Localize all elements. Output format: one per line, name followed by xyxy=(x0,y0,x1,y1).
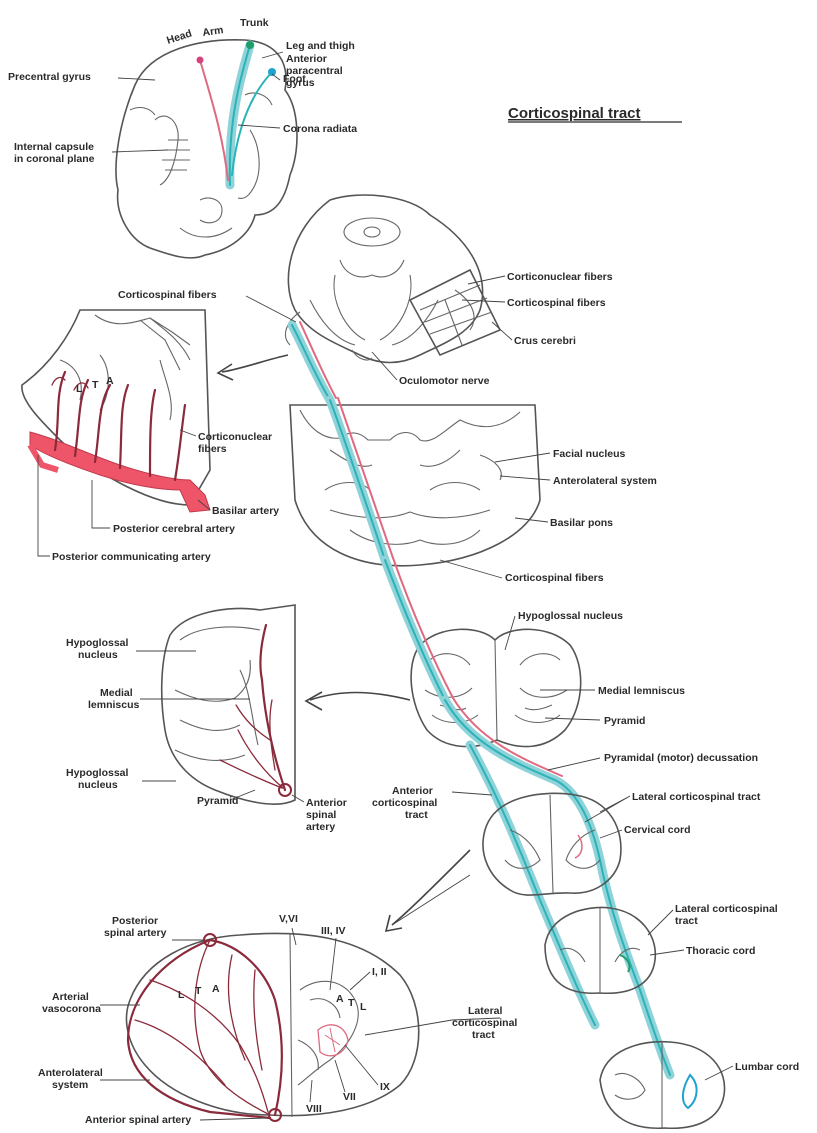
label-lamina-vii: VII xyxy=(343,1091,356,1103)
label-thoracic-cord: Thoracic cord xyxy=(686,945,755,957)
label-medial-lemniscus-main: Medial lemniscus xyxy=(598,685,685,697)
label-lamina-iii-iv: III, IV xyxy=(321,925,346,937)
inset-label-A: A xyxy=(106,375,114,387)
cord-label-L: L xyxy=(360,1001,367,1013)
label-cervical-cord: Cervical cord xyxy=(624,824,691,836)
trunk-marker xyxy=(246,41,254,49)
label-pyramidal-decussation: Pyramidal (motor) decussation xyxy=(604,752,758,764)
coronal-tract-bundle xyxy=(197,41,277,185)
pons-section xyxy=(290,405,540,566)
inset-label-L: L xyxy=(76,383,83,395)
diagram-title: Corticospinal tract xyxy=(508,105,641,122)
label-corticospinal-fibers-left: Corticospinal fibers xyxy=(118,289,217,301)
label-corticospinal-fibers-pons: Corticospinal fibers xyxy=(505,572,604,584)
label-lamina-viii: VIII xyxy=(306,1103,322,1115)
cord-label-A: A xyxy=(336,993,344,1005)
foot-marker xyxy=(268,68,276,76)
label-oculomotor-nerve: Oculomotor nerve xyxy=(399,375,490,387)
head-marker xyxy=(197,57,204,64)
label-leg-thigh: Leg and thigh xyxy=(286,40,355,52)
arrow-medulla-inset xyxy=(310,693,410,701)
medulla-inset-arteries xyxy=(220,625,291,796)
lumbar-cord-section xyxy=(600,1042,725,1128)
vasocorona-arteries xyxy=(128,934,282,1121)
label-lamina-v-vi: V,VI xyxy=(279,913,298,925)
label-basilar-artery: Basilar artery xyxy=(212,505,279,517)
label-facial-nucleus: Facial nucleus xyxy=(553,448,626,460)
label-lumbar-cord: Lumbar cord xyxy=(735,1061,799,1073)
medulla-inset xyxy=(162,605,295,804)
label-arm: Arm xyxy=(202,24,224,39)
label-corticospinal-fibers-right: Corticospinal fibers xyxy=(507,297,606,309)
spinal-cord-inset xyxy=(126,933,418,1117)
cord-inset-label-L: L xyxy=(178,989,185,1001)
label-posterior-cerebral-artery: Posterior cerebral artery xyxy=(113,523,235,535)
midbrain-side-wedge xyxy=(410,270,500,355)
label-crus-cerebri: Crus cerebri xyxy=(514,335,576,347)
label-corona-radiata: Corona radiata xyxy=(283,123,357,135)
label-head: Head xyxy=(165,28,193,47)
label-precentral-gyrus: Precentral gyrus xyxy=(8,71,91,83)
arrow-midbrain-inset xyxy=(222,355,288,372)
basilar-arteries xyxy=(30,372,210,512)
label-basilar-pons: Basilar pons xyxy=(550,517,613,529)
label-lateral-corticospinal-1: Lateral corticospinal tract xyxy=(632,791,761,803)
cord-inset-label-A: A xyxy=(212,983,220,995)
cord-label-T: T xyxy=(348,997,355,1009)
label-trunk: Trunk xyxy=(240,17,269,29)
cord-inset-label-T: T xyxy=(195,985,202,997)
label-pyramid-inset: Pyramid xyxy=(197,795,238,807)
inset-label-T: T xyxy=(92,379,99,391)
label-anterior-spinal-artery-cord: Anterior spinal artery xyxy=(85,1114,191,1126)
label-posterior-communicating-artery: Posterior communicating artery xyxy=(52,551,211,563)
label-corticonuclear-fibers: Corticonuclear fibers xyxy=(507,271,613,283)
label-lamina-ix: IX xyxy=(380,1081,390,1093)
label-hypoglossal-nucleus-main: Hypoglossal nucleus xyxy=(518,610,623,622)
label-foot: Foot xyxy=(283,73,306,85)
label-lamina-i-ii: I, II xyxy=(372,966,387,978)
arrow-cervical-inset xyxy=(392,850,470,925)
label-anterolateral-system: Anterolateral system xyxy=(553,475,657,487)
label-pyramid-main: Pyramid xyxy=(604,715,645,727)
